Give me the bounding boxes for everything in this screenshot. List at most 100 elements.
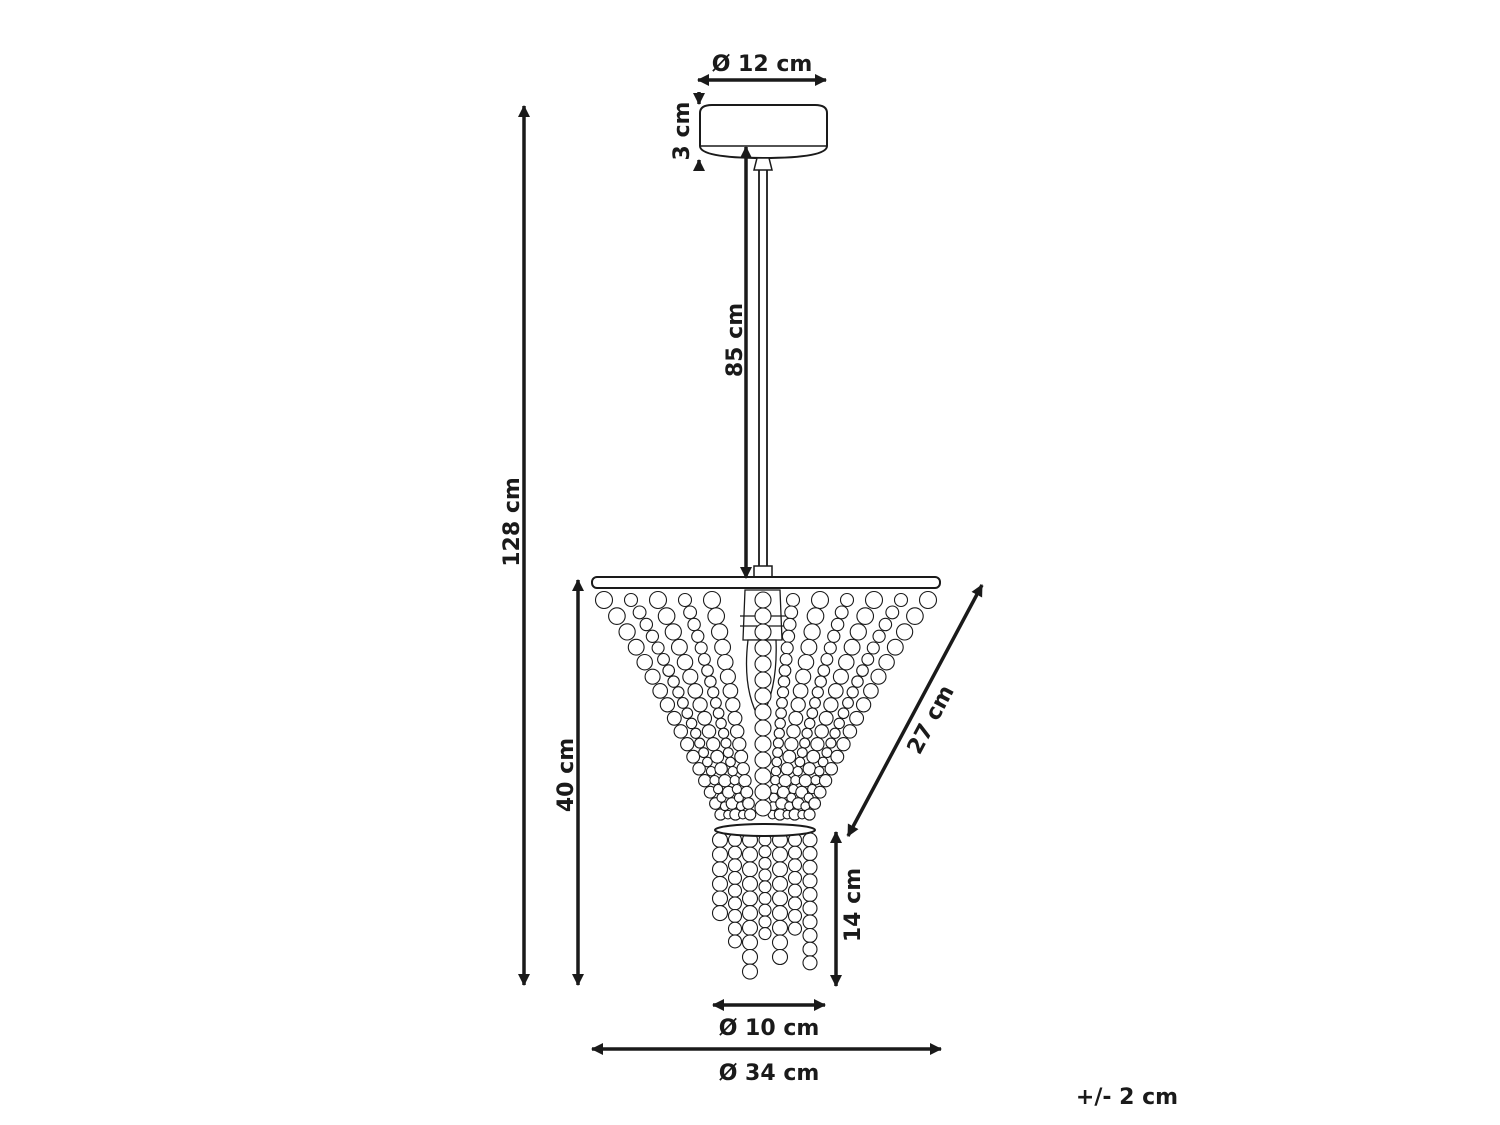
bead [771,875,789,892]
bead [849,710,865,726]
bead [722,747,734,759]
bead [691,629,705,643]
bead [754,767,772,785]
bead [781,629,796,643]
bead [787,845,803,860]
bead [784,737,799,752]
bead [694,641,708,655]
bead [707,686,720,699]
bead [711,846,729,863]
bead [729,774,741,786]
bead [704,675,717,688]
bead [792,765,803,777]
bead [672,686,685,699]
bead-strands [594,590,938,980]
bead [680,737,695,752]
bead [685,717,698,730]
bead [872,629,886,643]
bead [727,883,743,898]
bead [639,617,654,632]
bead [806,749,821,764]
bead [758,868,772,882]
bead [711,861,729,878]
bead [712,783,724,795]
bead [790,697,806,713]
tolerance-note: +/- 2 cm [1076,1085,1178,1110]
bead [741,875,759,892]
bead [783,617,797,632]
bead [740,785,754,799]
bead [814,675,827,688]
bead [777,675,791,688]
bead [701,664,714,677]
bead [830,749,845,764]
bead [758,880,772,894]
bead [833,717,845,730]
bead [799,737,811,749]
bead [644,668,661,685]
bead [659,697,676,713]
bead [718,774,732,788]
bead [702,756,713,768]
bead [802,832,818,848]
bead [682,668,699,685]
bead [772,747,784,759]
bead [729,724,745,739]
bead [778,664,792,677]
tail-height-label: 14 cm [841,868,866,942]
bead [797,653,815,671]
canopy-height-label: 3 cm [670,102,695,161]
bead [856,607,875,625]
bead [775,707,787,720]
bead [771,934,789,951]
bead [667,675,680,688]
bead [771,905,789,922]
bead [886,638,904,656]
bead [817,664,831,677]
bead [771,890,789,907]
ceiling-canopy [699,104,828,160]
bead [758,845,772,859]
bead [796,747,808,759]
bead [806,707,819,720]
bead [786,724,801,739]
bead [727,870,743,886]
bead [754,687,772,705]
bead [719,668,736,685]
bead [673,724,689,739]
bead [782,749,797,764]
bead [741,890,759,907]
bead [701,724,717,739]
bead [774,717,786,730]
bead [842,696,854,709]
bead [802,887,818,903]
bead [770,774,781,786]
bead [727,710,743,726]
bead [810,590,830,610]
bead [906,607,924,625]
bead [758,891,772,906]
bead [771,861,789,878]
bead [636,653,653,671]
bead [725,697,741,713]
bead [839,592,855,608]
bead [785,592,801,608]
bead [776,696,788,709]
bead [837,707,850,720]
bead [594,590,614,610]
bead [711,831,729,849]
bead [787,883,803,898]
bead [809,696,821,709]
bead [771,948,789,966]
bead [776,686,790,699]
bead [623,592,639,608]
bead [855,697,872,713]
bead [827,683,844,699]
bead [823,641,837,655]
bead [866,641,880,655]
bead [787,870,803,886]
bead [802,941,818,957]
bead [787,858,803,873]
bead [627,638,645,656]
